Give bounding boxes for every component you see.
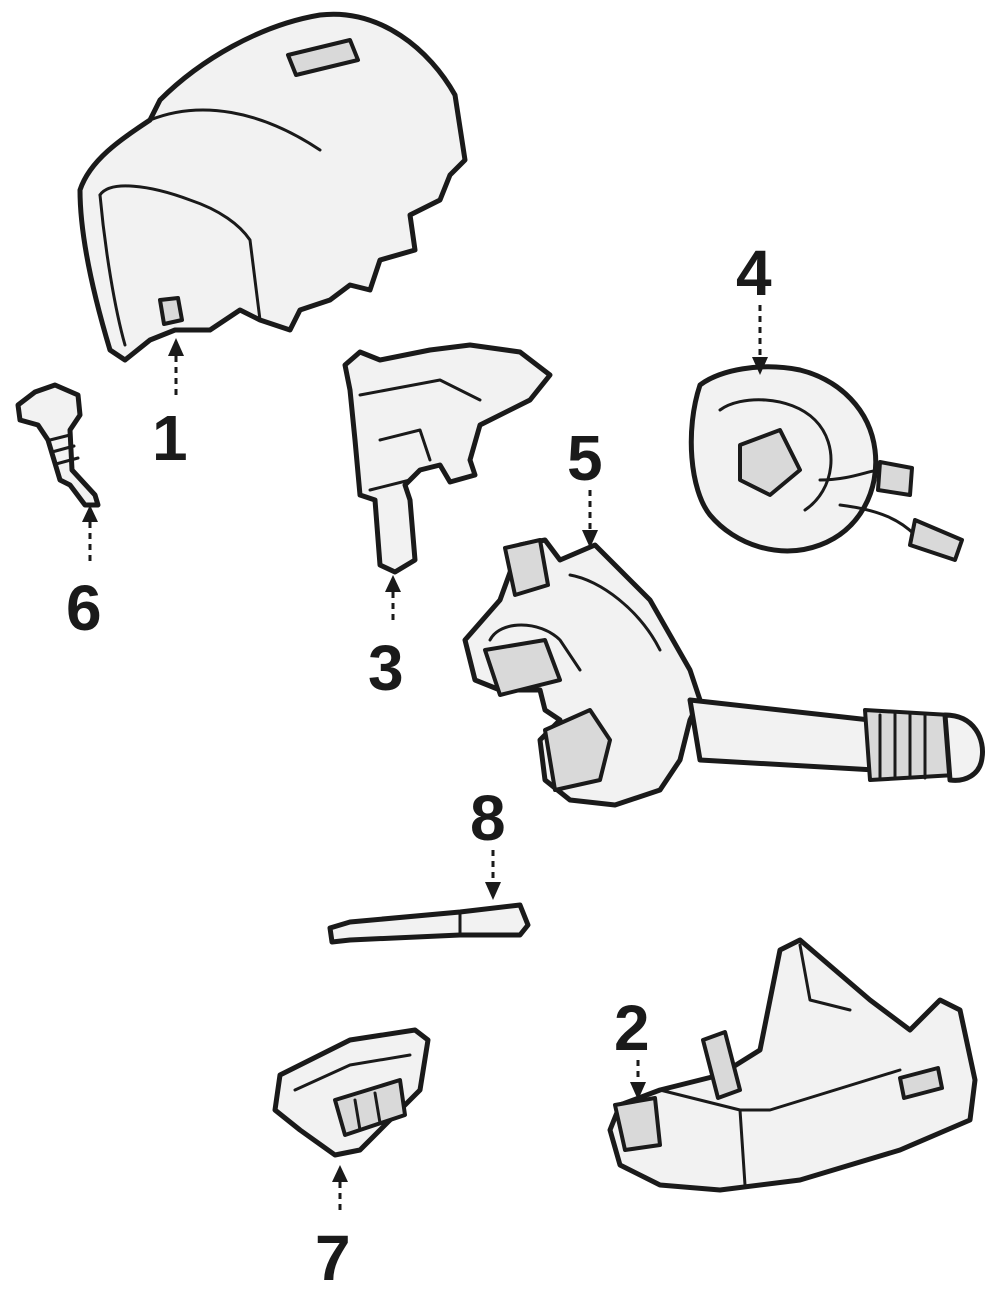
- callout-label-6: 6: [66, 572, 102, 644]
- upper-shroud: [77, 11, 468, 363]
- connector-block: [272, 1027, 431, 1158]
- callout-4: 4: [736, 237, 772, 375]
- callout-label-7: 7: [315, 1222, 351, 1293]
- callout-label-4: 4: [736, 237, 772, 309]
- callout-5: 5: [567, 422, 603, 548]
- combination-switch: [462, 537, 986, 808]
- callout-label-3: 3: [368, 632, 404, 704]
- callout-3: 3: [368, 575, 404, 704]
- callout-label-5: 5: [567, 422, 603, 494]
- callout-7: 7: [315, 1165, 351, 1293]
- callout-label-8: 8: [470, 782, 506, 854]
- wiper-lever: [327, 902, 531, 945]
- clockspring: [688, 364, 964, 562]
- lower-shroud: [607, 937, 978, 1193]
- lock-housing-bracket: [342, 342, 553, 575]
- bulb-socket: [15, 382, 101, 508]
- callout-label-1: 1: [152, 402, 188, 474]
- callout-8: 8: [470, 782, 506, 900]
- callout-6: 6: [66, 505, 102, 644]
- callout-label-2: 2: [614, 992, 650, 1064]
- callout-1: 1: [152, 338, 188, 474]
- callout-2: 2: [614, 992, 650, 1100]
